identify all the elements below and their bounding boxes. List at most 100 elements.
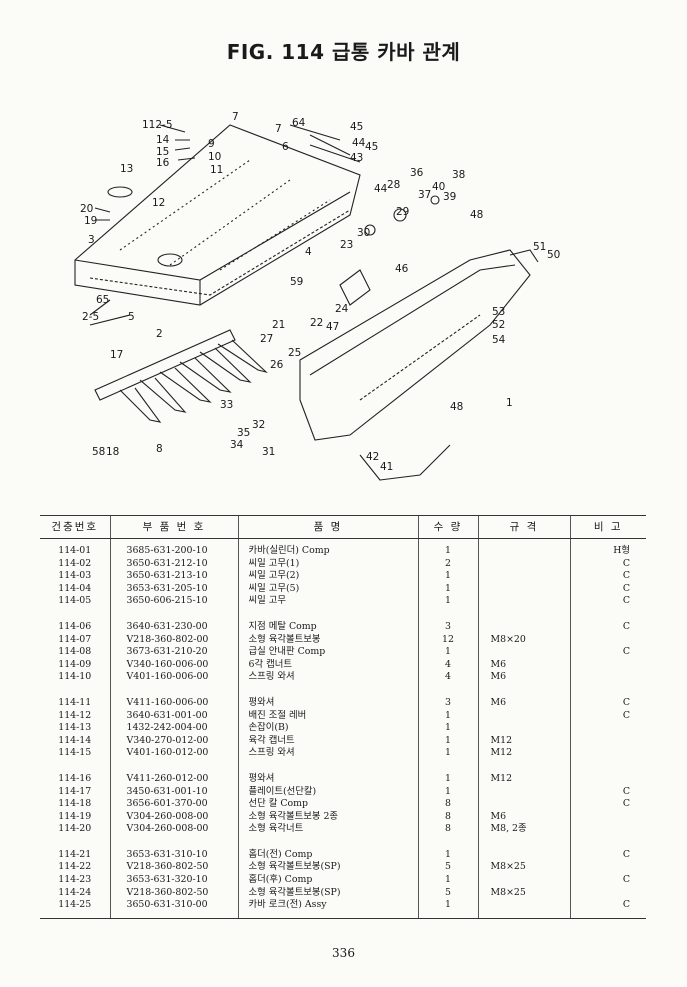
callout-43: 43 (350, 152, 363, 164)
cell-note (569, 747, 646, 760)
callout-39: 39 (443, 191, 456, 203)
cell-part-no: 3650-606-215-10 (109, 595, 238, 608)
cell-part-no: V340-160-006-00 (109, 658, 238, 672)
callout-28: 28 (387, 179, 400, 191)
callout-40: 40 (432, 181, 445, 193)
cell-quantity: 4 (417, 671, 478, 684)
callout-33: 33 (220, 399, 233, 411)
diagram-svg: 112-5 7 7 64 45 14 9 44 45 15 10 43 16 1… (74, 111, 560, 481)
cell-part-no: 3650-631-310-00 (109, 899, 238, 919)
cell-part-no: 3650-631-212-10 (109, 557, 238, 571)
cell-quantity: 1 (417, 759, 478, 786)
callout-45b: 45 (365, 141, 378, 153)
callout-18: 18 (106, 446, 119, 458)
cell-spec (477, 722, 570, 735)
cell-item-no: 114-23 (58, 874, 92, 886)
cell-note (569, 823, 646, 836)
cell-part-name: 소형 육각볼트보봉 2종 (237, 810, 418, 824)
col-header-part-name: 품 명 (237, 515, 418, 539)
cell-quantity: 1 (417, 538, 478, 558)
callout-64: 64 (292, 117, 306, 129)
cell-note: C (569, 899, 646, 919)
cell-quantity: 1 (417, 835, 478, 862)
cell-item-no: 114-25 (40, 899, 110, 919)
cell-spec (477, 607, 570, 634)
cell-note: C (569, 595, 646, 608)
cell-item-no: 114-06 (58, 620, 92, 632)
callout-38: 38 (452, 169, 465, 181)
callout-14: 14 (156, 134, 170, 146)
cell-item-no: 114-13 (58, 722, 92, 734)
cell-part-no: V218-360-802-50 (109, 861, 238, 875)
cell-spec: M8×25 (477, 886, 570, 900)
cell-spec (477, 646, 570, 659)
cell-item-no: 114-02 (58, 557, 92, 569)
callout-23: 23 (340, 239, 353, 251)
cell-spec (477, 538, 570, 558)
cell-note (569, 722, 646, 735)
cell-part-no: V218-360-802-50 (109, 886, 238, 900)
callout-44: 44 (352, 137, 366, 149)
cell-quantity: 1 (417, 709, 478, 723)
cell-spec (477, 582, 570, 596)
callout-6: 6 (282, 141, 289, 153)
cell-quantity: 1 (417, 785, 478, 799)
callout-30: 30 (357, 227, 370, 239)
cell-item-no: 114-10 (58, 671, 92, 683)
cell-note (569, 633, 646, 647)
cell-part-no: 3640-631-001-00 (109, 709, 238, 723)
cell-item-no: 114-22 (58, 861, 92, 873)
cell-quantity: 4 (417, 658, 478, 672)
cell-item-no: 114-09 (58, 658, 92, 670)
callout-3: 3 (88, 234, 95, 246)
callout-46: 46 (395, 263, 409, 275)
cell-note: C (569, 582, 646, 596)
cell-part-name: 카바 로크(전) Assy (237, 899, 418, 919)
callout-51: 51 (533, 241, 546, 253)
callout-41: 41 (380, 461, 393, 473)
callout-32: 32 (252, 419, 265, 431)
cell-note (569, 734, 646, 748)
cell-quantity: 1 (417, 595, 478, 608)
cell-quantity: 5 (417, 886, 478, 900)
callout-50: 50 (547, 249, 560, 261)
cell-part-name: 플레이트(선단칼) (237, 785, 418, 799)
cell-item-no: 114-15 (58, 747, 92, 759)
cell-part-name: 평와셔 (237, 759, 418, 786)
cell-item-no: 114-24 (58, 886, 92, 898)
cell-note: C (569, 835, 646, 862)
col-header-spec: 규 격 (477, 515, 570, 539)
cell-quantity: 3 (417, 683, 478, 710)
cell-note: C (569, 709, 646, 723)
cell-part-name: 카바(실린더) Comp (237, 538, 418, 558)
cell-part-name: 스프링 와셔 (237, 671, 418, 684)
cell-spec (477, 798, 570, 811)
cell-part-no: V304-260-008-00 (109, 823, 238, 836)
cell-quantity: 3 (417, 607, 478, 634)
callout-9: 9 (208, 138, 215, 150)
callout-4: 4 (305, 246, 312, 258)
exploded-parts-diagram: 112-5 7 7 64 45 14 9 44 45 15 10 43 16 1… (60, 100, 640, 500)
cell-part-no: 3653-631-310-10 (109, 835, 238, 862)
cell-item-no: 114-04 (58, 582, 92, 594)
cell-part-name: 씨일 고무(1) (237, 557, 418, 571)
cell-part-name: 홈더(전) Comp (237, 835, 418, 862)
cylinder-side-cover (299, 249, 531, 441)
callout-16: 16 (156, 157, 170, 169)
cell-spec (477, 899, 570, 919)
callout-35: 35 (237, 427, 250, 439)
cell-spec (477, 595, 570, 608)
callout-48: 48 (470, 209, 483, 221)
